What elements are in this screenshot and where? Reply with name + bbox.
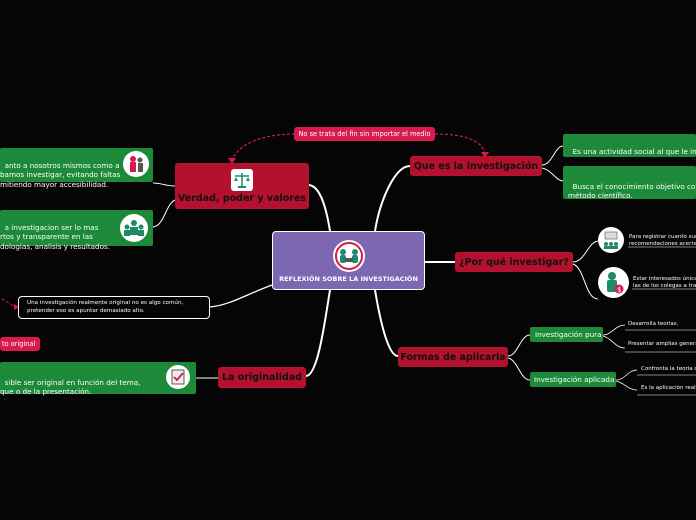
group-chart-icon: [598, 227, 624, 253]
central-topic-label: REFLEXIÓN SOBRE LA INVESTIGACIÓN: [279, 275, 418, 283]
businessman-dollar-icon: $: [598, 267, 629, 298]
svg-text:$: $: [617, 286, 621, 294]
checklist-icon: [166, 365, 190, 389]
subtopic-verdad-2-text: a investigacion ser lo mas rtos y transp…: [0, 222, 111, 252]
topic-verdad-label: Verdad, poder y valores: [177, 192, 307, 204]
subtopic-que-es-1[interactable]: Es una actividad social al que le influ …: [563, 134, 696, 157]
subtopic-investigacion-pura[interactable]: Investigación pura: [530, 327, 603, 342]
team-icon: [120, 214, 148, 242]
subtopic-por-que-1[interactable]: Para registrar cuanto suce recomendacion…: [629, 234, 696, 248]
originalidad-relation-label[interactable]: to original: [0, 337, 40, 351]
pura-item-2[interactable]: Presentar amplias generaliz: [628, 341, 696, 347]
subtopic-originalidad-text: sible ser original en función del tema, …: [0, 377, 141, 397]
originalidad-note[interactable]: Una investigación realmente original no …: [18, 296, 210, 319]
topic-formas[interactable]: Formas de aplicarla: [398, 347, 508, 367]
subtopic-por-que-2[interactable]: Estar interesados únicam las de los cole…: [633, 276, 696, 290]
subtopic-investigacion-aplicada[interactable]: Investigación aplicada: [530, 372, 616, 387]
topic-que-es[interactable]: Que es la investigación: [410, 156, 542, 176]
subtopic-originalidad[interactable]: sible ser original en función del tema, …: [0, 362, 196, 397]
topic-originalidad[interactable]: La originalidad: [218, 367, 306, 388]
subtopic-que-es-2-text: Busca el conocimiento objetivo con e mét…: [568, 181, 696, 199]
subtopic-que-es-2[interactable]: Busca el conocimiento objetivo con e mét…: [563, 166, 696, 199]
aplicada-item-1[interactable]: Confronta la teoría co: [641, 366, 696, 372]
originalidad-note-text: Una investigación realmente original no …: [27, 300, 184, 314]
aplicada-item-2[interactable]: Es la aplicación real d: [641, 385, 696, 391]
central-topic[interactable]: REFLEXIÓN SOBRE LA INVESTIGACIÓN: [272, 231, 425, 290]
subtopic-verdad-1-text: anto a nosotros mismos como a bamos inve…: [0, 160, 121, 190]
topic-por-que[interactable]: ¿Por qué investigar?: [455, 252, 573, 272]
topic-verdad-poder-valores[interactable]: Verdad, poder y valores: [175, 163, 309, 209]
person-icon: [123, 151, 149, 177]
relation-label[interactable]: No se trata del fin sin importar el medi…: [294, 127, 435, 141]
subtopic-que-es-1-text: Es una actividad social al que le influ …: [568, 146, 696, 157]
pura-item-1[interactable]: Desarrolla teorías.: [628, 321, 679, 327]
scales-icon: [231, 168, 253, 191]
people-meeting-icon: [332, 240, 365, 272]
